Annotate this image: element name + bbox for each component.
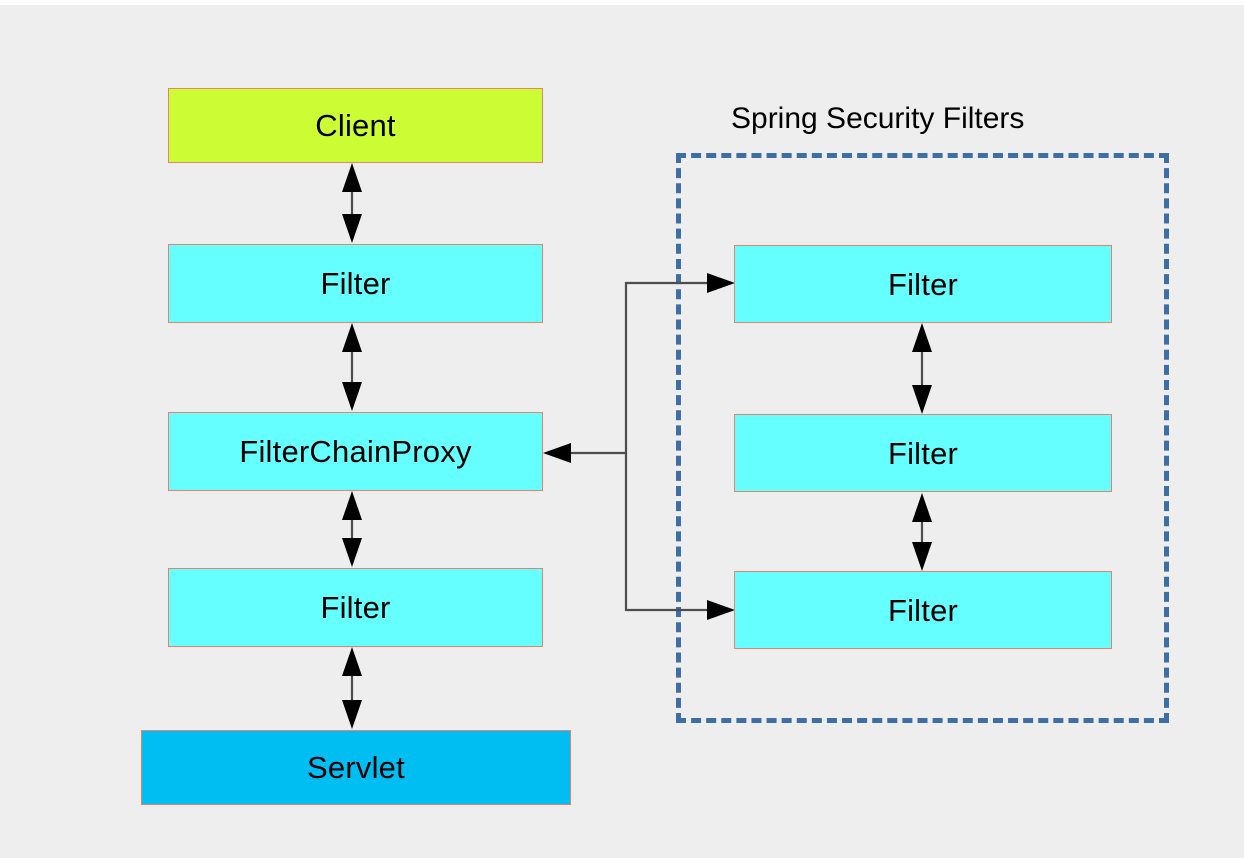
edge-filter-bottom-to-servlet (342, 647, 362, 729)
node-client[interactable]: Client (168, 88, 543, 163)
node-filter-bottom-label: Filter (320, 590, 391, 625)
node-client-label: Client (315, 108, 396, 143)
node-servlet[interactable]: Servlet (141, 730, 571, 805)
edge-proxy-to-filter-bottom (342, 491, 362, 567)
node-security-filter-3-label: Filter (887, 592, 959, 628)
node-security-filter-3[interactable]: Filter (734, 571, 1112, 649)
node-filter-chain-proxy-label: FilterChainProxy (239, 434, 472, 469)
node-filter-top[interactable]: Filter (168, 244, 543, 323)
edge-client-to-filter-top (342, 163, 362, 243)
node-filter-chain-proxy[interactable]: FilterChainProxy (168, 412, 543, 491)
node-filter-top-label: Filter (320, 266, 391, 301)
node-security-filter-2-label: Filter (887, 435, 959, 471)
node-filter-bottom[interactable]: Filter (168, 568, 543, 647)
node-security-filter-1-label: Filter (887, 266, 959, 302)
edge-security-chain-to-proxy (543, 443, 626, 463)
node-servlet-label: Servlet (307, 750, 405, 785)
spring-security-filters-label: Spring Security Filters (731, 102, 1025, 135)
node-security-filter-1[interactable]: Filter (734, 245, 1112, 323)
edge-filter-top-to-proxy (342, 323, 362, 411)
node-security-filter-2[interactable]: Filter (734, 414, 1112, 492)
